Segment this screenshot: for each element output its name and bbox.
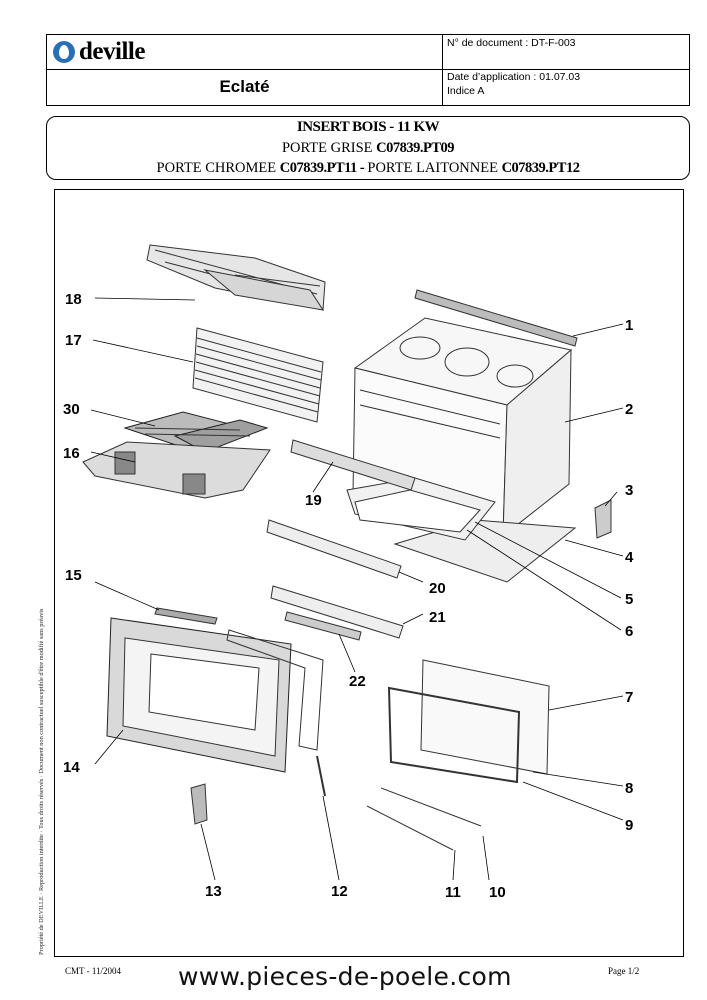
copyright-side-text: Propriété de DEVILLE · Reproduction inte… (38, 608, 45, 955)
label-part-13: 13 (205, 883, 222, 900)
part-18-baffle (146, 244, 326, 311)
label-part-5: 5 (625, 591, 633, 608)
part-number-labels: 1 2 3 4 5 6 7 8 9 10 11 12 13 14 15 16 1… (63, 291, 634, 901)
drop-logo-icon (53, 41, 75, 63)
door-chrome-brass-line: PORTE CHROMEE C07839.PT11 - PORTE LAITON… (47, 160, 689, 177)
header-divider-vertical (442, 35, 443, 105)
header-divider-horizontal (47, 69, 689, 70)
door-grey-code: C07839.PT09 (376, 140, 455, 156)
part-13-handle (190, 783, 208, 825)
header-table: deville Eclaté N° de document : DT-F-003… (46, 34, 690, 106)
label-part-14: 14 (63, 759, 80, 776)
door-brass-label: PORTE LAITONNEE (367, 160, 502, 176)
product-title-box: INSERT BOIS - 11 KW PORTE GRISE C07839.P… (46, 116, 690, 180)
door-grey-line: PORTE GRISE C07839.PT09 (47, 140, 689, 157)
footer-page-number: Page 1/2 (608, 966, 640, 976)
label-part-2: 2 (625, 401, 633, 418)
brand-name: deville (79, 38, 145, 65)
part-21-bar (270, 585, 404, 639)
door-grey-label: PORTE GRISE (281, 140, 377, 156)
label-part-22: 22 (349, 673, 366, 690)
footer-revision: CMT - 11/2004 (65, 966, 122, 976)
part-3-bracket (594, 499, 612, 539)
leader-lines (90, 297, 624, 881)
part-17-back-plate (192, 327, 324, 423)
part-12-pin (316, 755, 326, 797)
label-part-21: 21 (429, 609, 446, 626)
door-brass-code: C07839.PT12 (501, 160, 580, 176)
label-part-17: 17 (65, 332, 82, 349)
part-7-glass (420, 659, 550, 775)
part-14-door (106, 617, 292, 773)
label-part-15: 15 (65, 567, 82, 584)
part-9-glass-frame (387, 686, 521, 784)
label-part-30: 30 (63, 401, 80, 418)
brand-logo: deville (53, 38, 145, 65)
part-5-ash-tray (346, 477, 496, 541)
part-30-grates (123, 411, 269, 453)
label-part-19: 19 (305, 492, 322, 509)
exploded-view-drawing: 1 2 3 4 5 6 7 8 9 10 11 12 13 14 15 16 1… (63, 244, 634, 901)
website-watermark: www.pieces-de-poele.com (178, 962, 512, 991)
door-chrome-label: PORTE CHROMEE (156, 160, 280, 176)
label-part-16: 16 (63, 445, 80, 462)
label-part-3: 3 (625, 482, 633, 499)
part-15-handle-rod (154, 607, 218, 625)
application-date: Date d’application : 01.07.03 (447, 71, 581, 83)
document-title: Eclaté (219, 77, 270, 96)
part-20-bar (266, 519, 402, 579)
document-number: N° de document : DT-F-003 (447, 37, 576, 49)
exploded-view-frame: 1 2 3 4 5 6 7 8 9 10 11 12 13 14 15 16 1… (54, 189, 684, 957)
label-part-20: 20 (429, 580, 446, 597)
label-part-6: 6 (625, 623, 633, 640)
label-part-11: 11 (445, 884, 461, 901)
part-19-bar (290, 439, 416, 491)
part-22-bar (284, 611, 362, 641)
part-1-top-rail (414, 289, 578, 347)
label-part-10: 10 (489, 884, 506, 901)
door-chrome-code: C07839.PT11 - (279, 160, 368, 176)
part-seal-gasket (226, 629, 324, 751)
label-part-1: 1 (625, 317, 633, 334)
document-index: Indice A (447, 85, 485, 97)
label-part-7: 7 (625, 689, 633, 706)
label-part-8: 8 (625, 780, 633, 797)
label-part-9: 9 (625, 817, 633, 834)
part-10-11-wire (366, 787, 482, 851)
label-part-18: 18 (65, 291, 82, 308)
label-part-12: 12 (331, 883, 348, 900)
product-title: INSERT BOIS - 11 KW (296, 119, 440, 135)
part-16-hearth (82, 441, 271, 499)
label-part-4: 4 (625, 549, 634, 566)
